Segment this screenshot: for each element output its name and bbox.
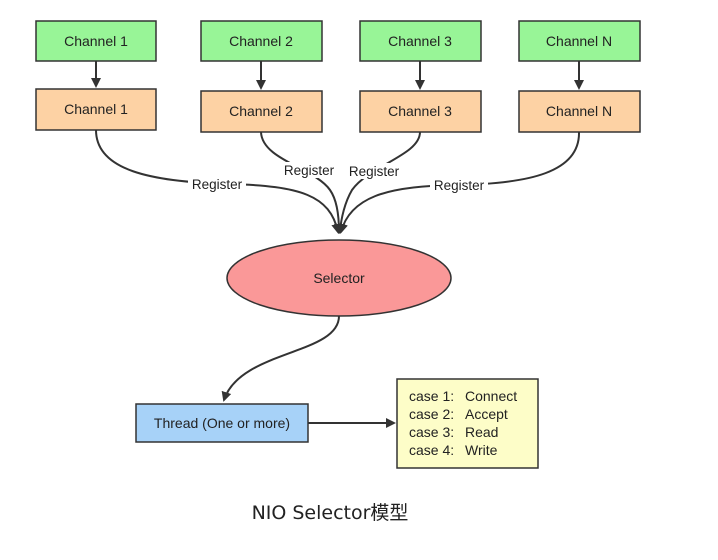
register-label-4: Register [434,178,485,193]
selector-label: Selector [313,270,365,286]
top-channel-2-label: Channel 2 [229,33,293,49]
register-label-2: Register [284,163,335,178]
registered-channel-3-label: Channel 3 [388,103,452,119]
register-label-3: Register [349,164,400,179]
top-channel-1-label: Channel 1 [64,33,128,49]
case-4-key: case 4: [409,442,454,458]
registered-channel-2: Channel 2 [200,90,323,133]
registered-channel-n: Channel N [518,90,641,133]
case-4-value: Write [465,442,498,458]
top-channel-3-label: Channel 3 [388,33,452,49]
case-3-key: case 3: [409,424,454,440]
case-1-key: case 1: [409,388,454,404]
registered-channel-n-label: Channel N [546,103,612,119]
case-2-value: Accept [465,406,508,422]
thread-label: Thread (One or more) [154,415,290,431]
case-3-value: Read [465,424,498,440]
registered-channel-1-label: Channel 1 [64,101,128,117]
case-1-value: Connect [465,388,517,404]
register-label-1: Register [192,177,243,192]
top-channel-n-label: Channel N [546,33,612,49]
case-box: case 1: Connect case 2: Accept case 3: R… [396,378,539,469]
registered-channel-3: Channel 3 [359,90,482,133]
register-curve-channel-2 [260,131,344,234]
top-channel-1: Channel 1 [35,20,157,62]
top-channel-2: Channel 2 [200,20,323,62]
registered-channel-1: Channel 1 [35,88,157,131]
diagram-caption: NIO Selector模型 [251,502,409,524]
case-2-key: case 2: [409,406,454,422]
thread-node: Thread (One or more) [135,403,309,443]
register-curve-channel-3 [335,131,421,234]
selector-node: Selector [226,239,452,317]
top-channel-3: Channel 3 [359,20,482,62]
registered-channel-2-label: Channel 2 [229,103,293,119]
selector-to-thread-arrow [221,315,340,402]
top-channel-n: Channel N [518,20,641,62]
